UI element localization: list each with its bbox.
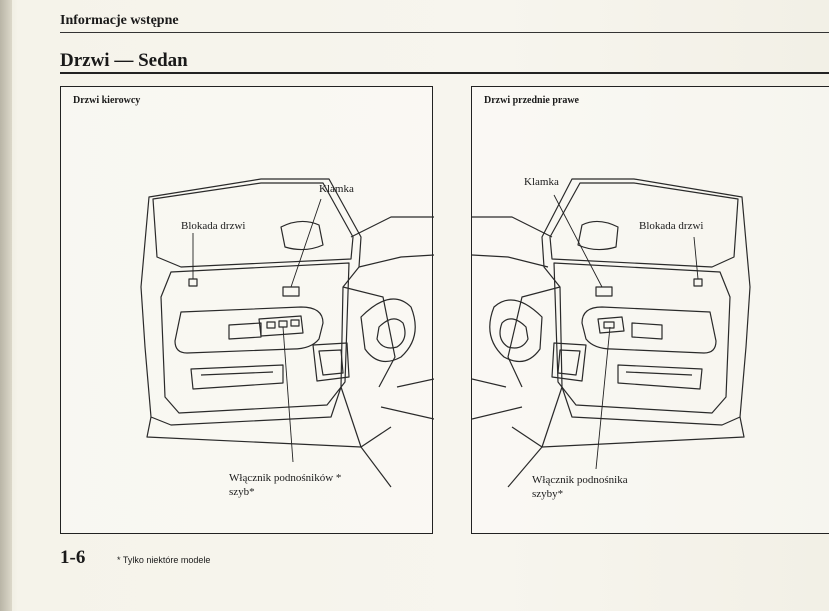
page-number: 1-6 (60, 547, 86, 568)
driver-door-illustration (140, 178, 434, 488)
driver-door-figure: Drzwi kierowcy (60, 86, 434, 534)
passenger-lock-label: Blokada drzwi (639, 220, 704, 232)
driver-door-figure-title: Drzwi kierowcy (73, 95, 141, 106)
header-divider (60, 32, 829, 33)
footnote: * Tylko niektóre modele (117, 555, 211, 565)
page-binding-edge (0, 0, 12, 611)
passenger-door-illustration (472, 178, 751, 488)
passenger-door-figure-title: Drzwi przednie prawe (484, 95, 579, 106)
driver-window-switch-label-line1: Włącznik podnośników * (229, 472, 342, 484)
section-title: Drzwi — Sedan (60, 50, 188, 71)
driver-lock-label: Blokada drzwi (181, 220, 246, 232)
driver-handle-label: Klamka (319, 183, 354, 195)
title-divider (60, 72, 829, 74)
driver-window-switch-label-line2: szyb* (229, 486, 255, 498)
passenger-window-switch-label-line1: Włącznik podnośnika (532, 474, 628, 486)
passenger-window-switch-label-line2: szyby* (532, 488, 564, 500)
chapter-header: Informacje wstępne (60, 13, 179, 28)
passenger-door-figure: Drzwi przednie prawe (471, 86, 829, 534)
passenger-handle-label: Klamka (524, 176, 559, 188)
